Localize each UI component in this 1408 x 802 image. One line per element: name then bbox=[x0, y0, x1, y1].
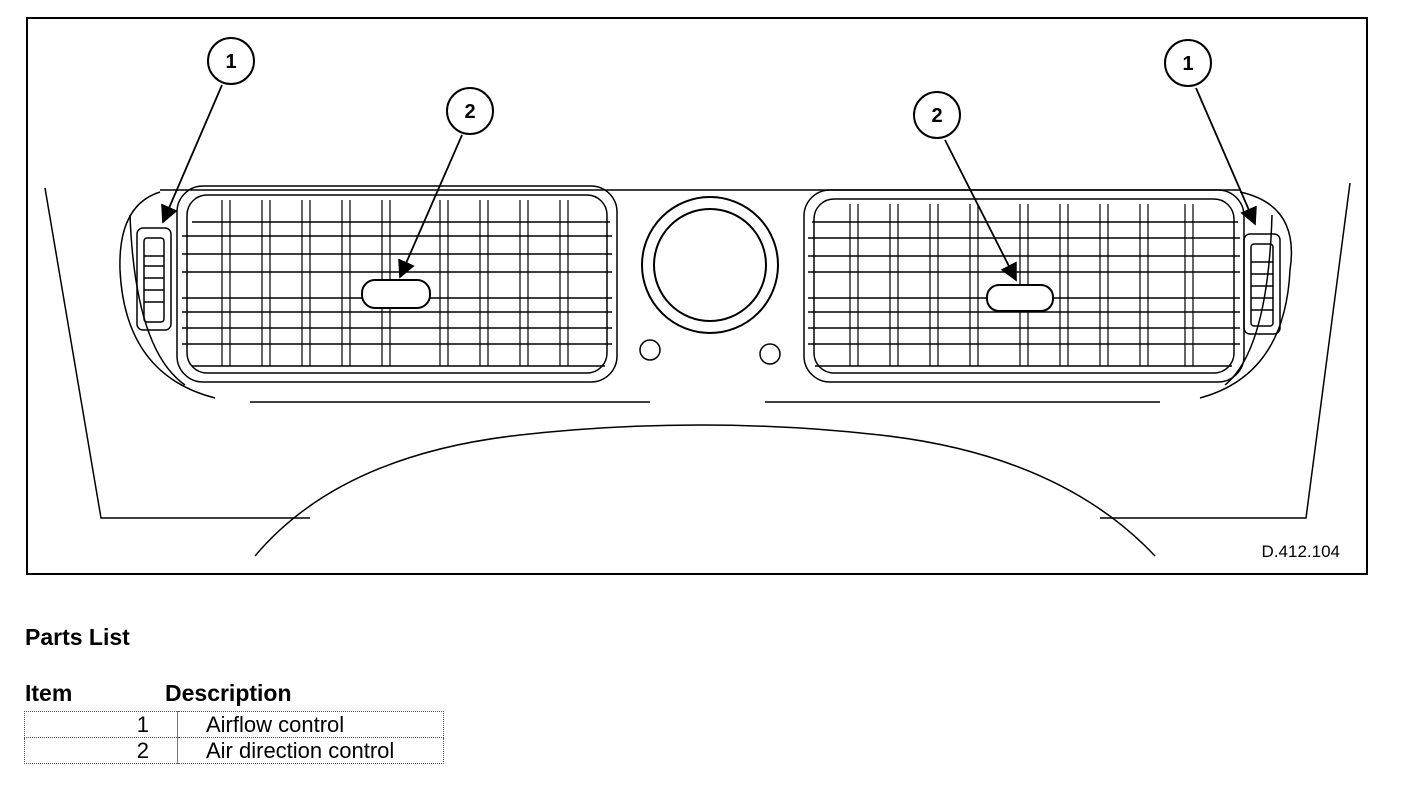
airflow-control-right bbox=[1243, 233, 1281, 335]
airflow-control-left bbox=[136, 227, 172, 331]
center-gauge bbox=[641, 196, 779, 334]
parts-list-title: Parts List bbox=[25, 624, 130, 650]
fascia-outline bbox=[44, 182, 1351, 557]
description-column-header: Description bbox=[165, 680, 292, 706]
parts-table: 1 Airflow control 2 Air direction contro… bbox=[24, 711, 444, 764]
vent-left bbox=[176, 185, 618, 383]
table-row: 1 Airflow control bbox=[24, 711, 444, 738]
item-description: Airflow control bbox=[177, 711, 444, 738]
callout-label: 1 bbox=[225, 51, 236, 73]
callout-label: 1 bbox=[1182, 53, 1193, 75]
vent-right bbox=[803, 189, 1245, 383]
item-number: 2 bbox=[24, 737, 178, 764]
vent-diagram: 1 2 2 1 D.412.104 bbox=[26, 17, 1368, 575]
callout-1-right: 1 bbox=[1164, 39, 1212, 87]
mounting-hole-left bbox=[639, 339, 661, 361]
item-description: Air direction control bbox=[177, 737, 444, 764]
figure-frame bbox=[26, 17, 1368, 575]
callout-label: 2 bbox=[931, 105, 942, 127]
figure-code: D.412.104 bbox=[1262, 542, 1340, 561]
mounting-hole-right bbox=[759, 343, 781, 365]
item-number: 1 bbox=[24, 711, 178, 738]
table-row: 2 Air direction control bbox=[24, 737, 444, 764]
callout-label: 2 bbox=[464, 101, 475, 123]
callout-2-right: 2 bbox=[913, 91, 961, 139]
leader-arrows bbox=[161, 84, 1257, 282]
callout-2-left: 2 bbox=[446, 87, 494, 135]
callout-1-left: 1 bbox=[207, 37, 255, 85]
item-column-header: Item bbox=[25, 680, 73, 706]
